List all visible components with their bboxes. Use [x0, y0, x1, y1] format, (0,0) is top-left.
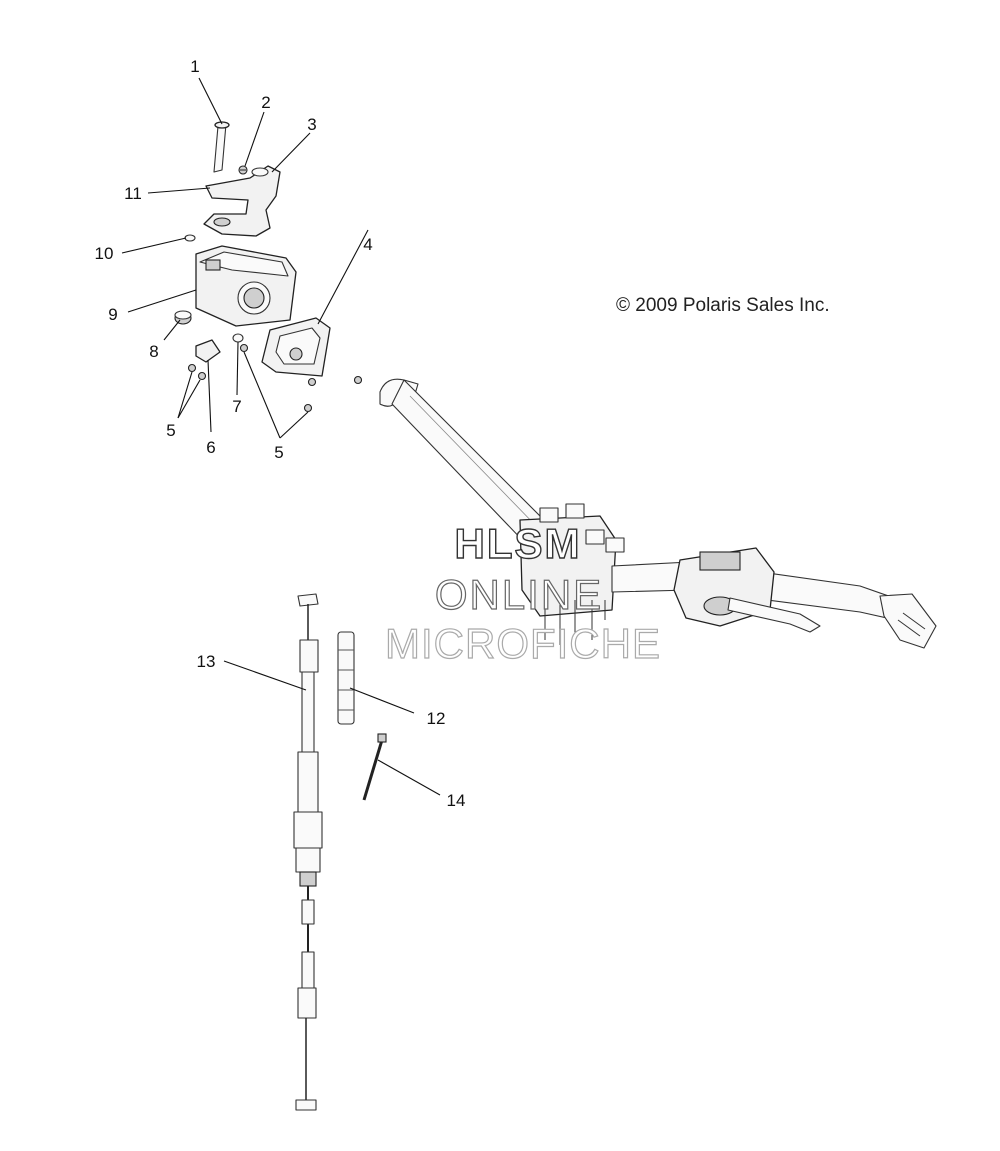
screw-part-2	[238, 165, 248, 175]
callout-9: 9	[108, 305, 117, 324]
watermark-line-1: HLSM	[455, 520, 582, 567]
callout-8: 8	[149, 342, 158, 361]
screws-part-5b	[239, 343, 363, 413]
callout-12: 12	[427, 709, 446, 728]
cable-tie-part-14	[362, 733, 387, 801]
watermark-line-3: MICROFICHE	[385, 620, 661, 667]
callout-3: 3	[307, 115, 316, 134]
watermark-line-2: ONLINE	[435, 571, 603, 618]
callout-5-right: 5	[274, 443, 283, 462]
copyright-notice: © 2009 Polaris Sales Inc.	[616, 295, 830, 316]
watermark: HLSM ONLINE MICROFICHE	[384, 519, 661, 667]
callout-4: 4	[363, 235, 372, 254]
pin-part-1	[213, 121, 230, 173]
callout-13: 13	[197, 652, 216, 671]
callout-5-left: 5	[166, 421, 175, 440]
callout-11: 11	[124, 184, 142, 203]
housing-cover-part-4	[261, 317, 331, 377]
callout-2: 2	[261, 93, 270, 112]
o-ring-part-7	[232, 333, 244, 343]
screws-part-5a	[187, 363, 207, 381]
cover-plate-part-6	[195, 339, 221, 363]
plug-part-8	[174, 310, 192, 325]
throttle-housing-part-9	[195, 245, 297, 327]
throttle-cable-part-13	[293, 593, 323, 1111]
callout-14: 14	[447, 791, 466, 810]
callout-7: 7	[232, 397, 241, 416]
sleeve-part-12	[337, 631, 355, 725]
washer-part-10	[184, 234, 196, 242]
callout-1: 1	[190, 57, 199, 76]
leader-lines	[121, 77, 441, 796]
callout-10: 10	[95, 244, 114, 263]
throttle-lever-part-3	[203, 165, 281, 237]
callout-6: 6	[206, 438, 215, 457]
handlebar-assembly	[379, 378, 937, 649]
